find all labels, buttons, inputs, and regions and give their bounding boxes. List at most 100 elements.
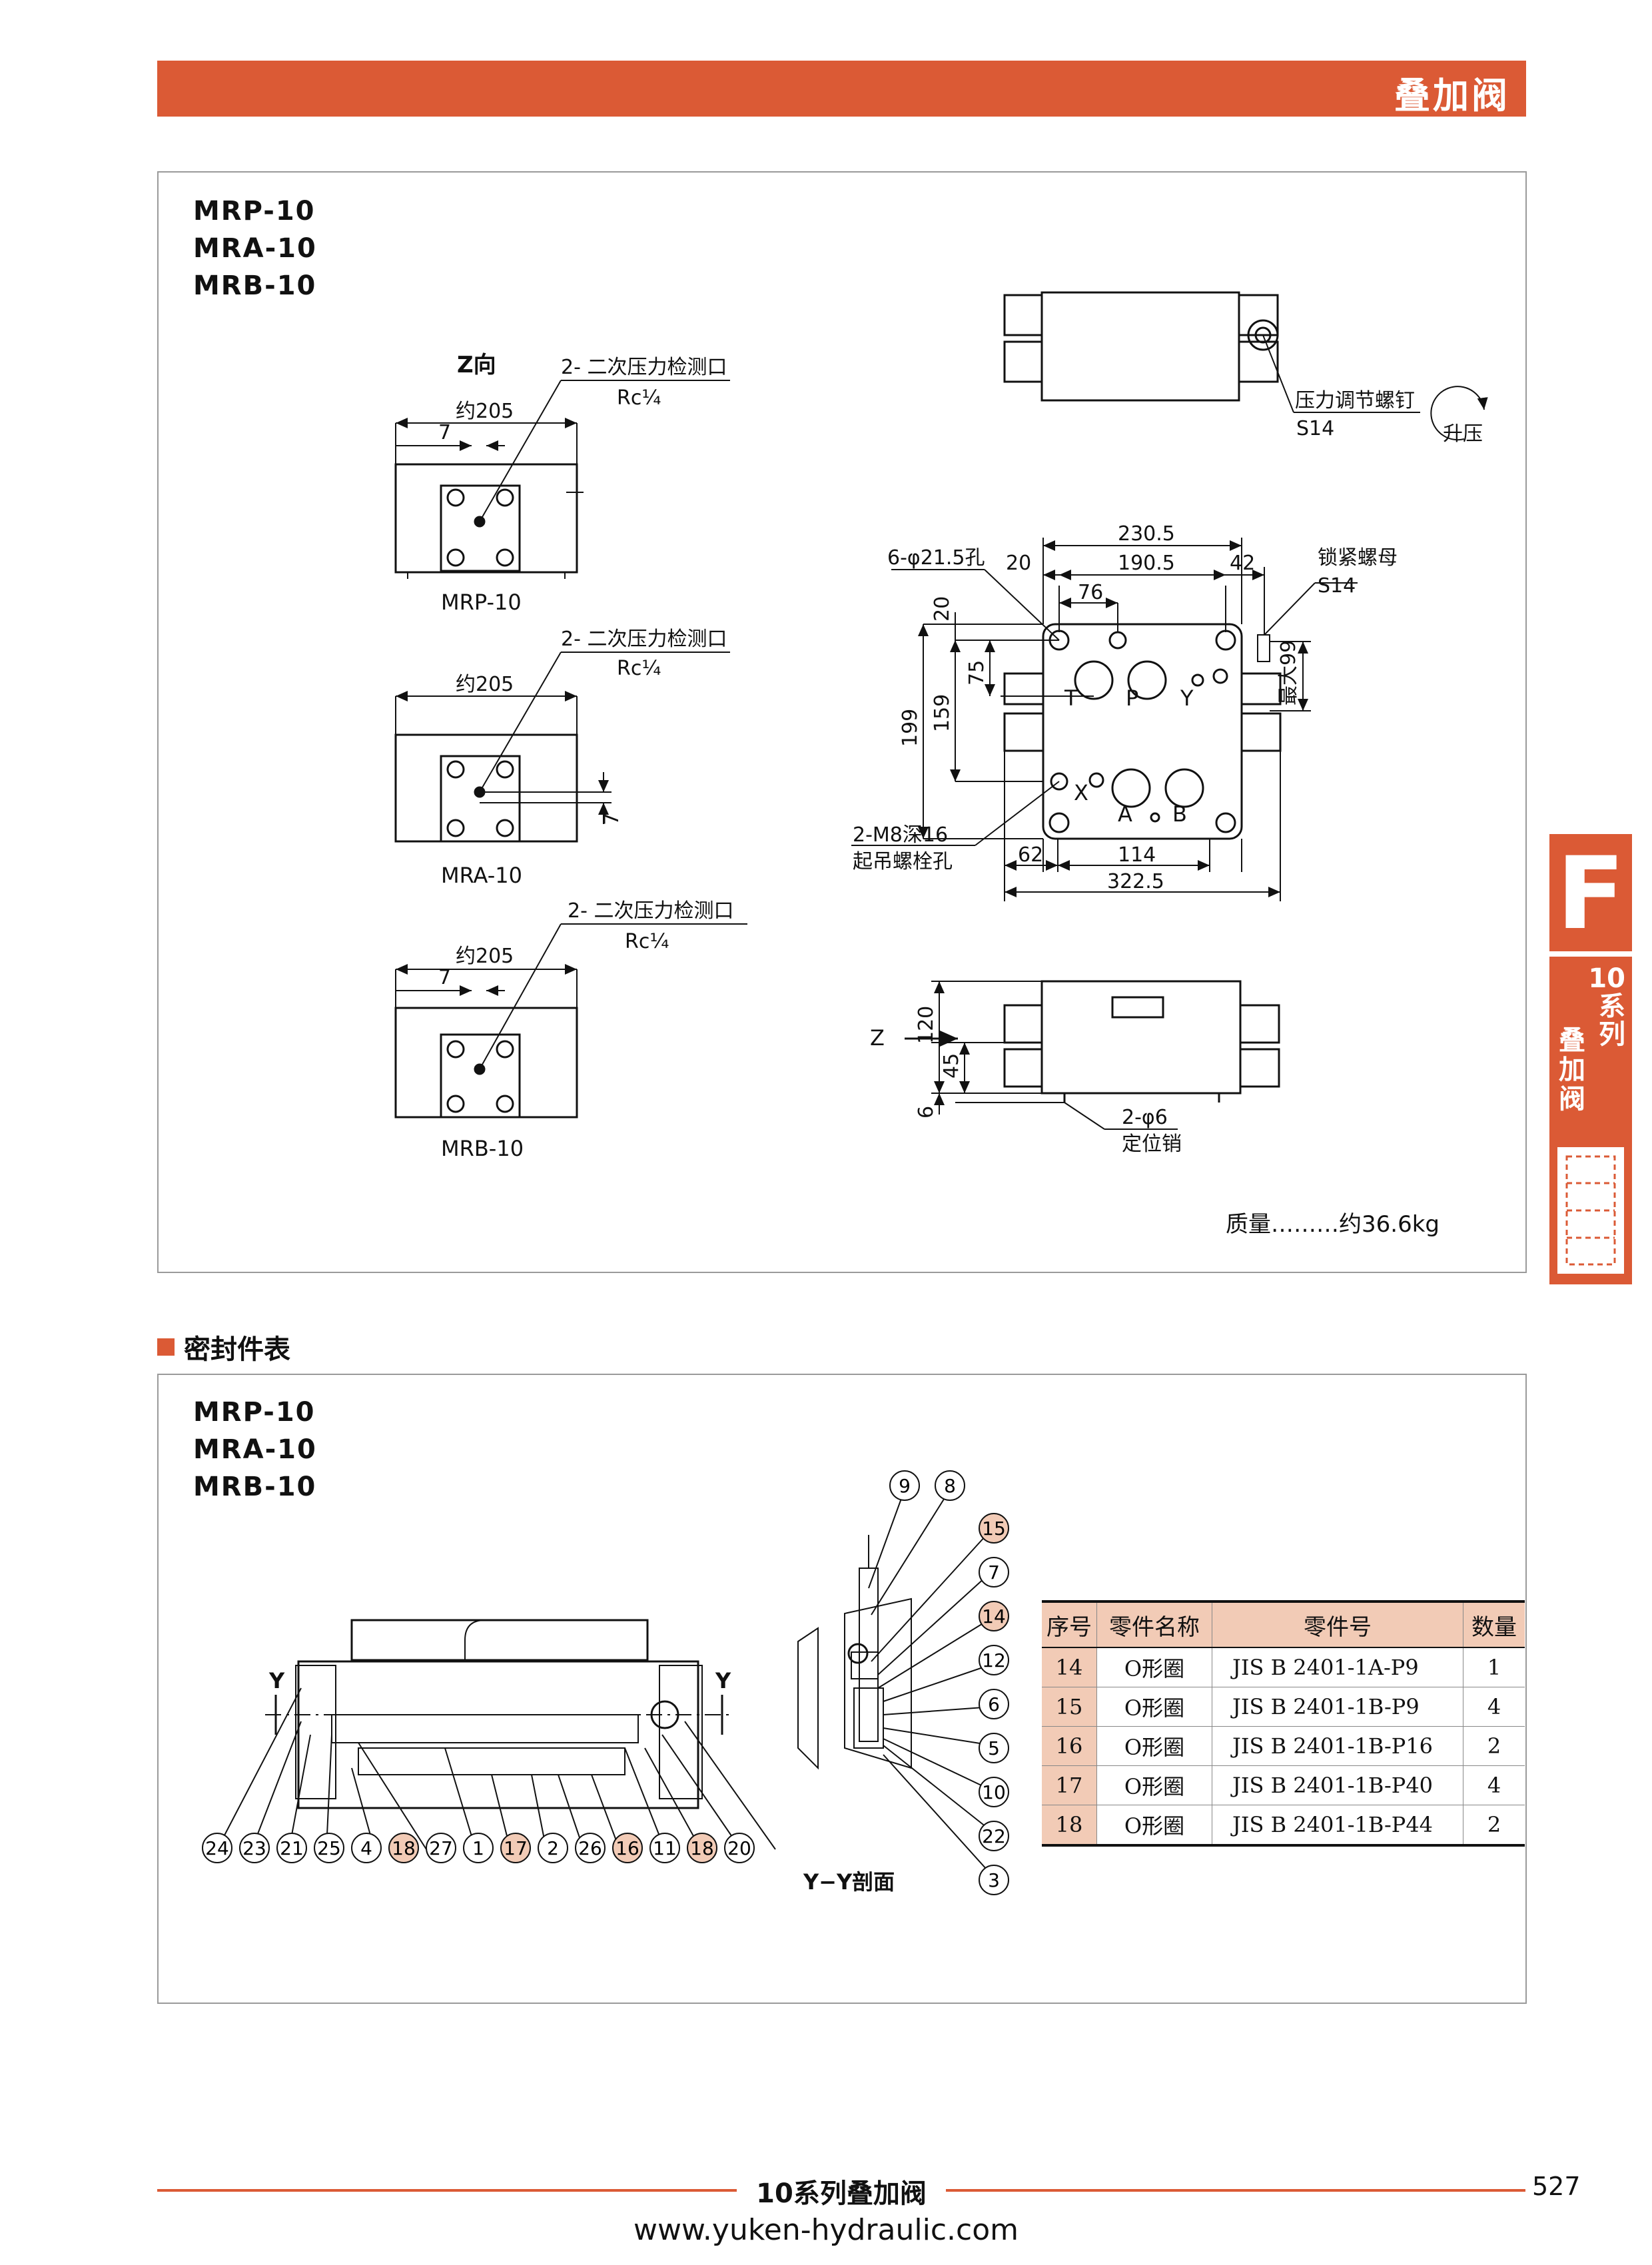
- bubble-number: 5: [988, 1737, 1000, 1759]
- table-cell: 18: [1042, 1805, 1097, 1847]
- table-cell: O形圈: [1096, 1765, 1212, 1805]
- dim-6: 6: [915, 1106, 938, 1119]
- model-name: MRP-10: [193, 1397, 316, 1428]
- view-label: MRA-10: [441, 863, 522, 888]
- section-tab: F 10 系 列 叠 加 阀: [1549, 834, 1632, 1284]
- port-b: B: [1172, 801, 1187, 827]
- item-number-bubble: 1: [463, 1833, 494, 1863]
- dim-322: 322.5: [1107, 870, 1164, 893]
- column-header: 序号: [1042, 1600, 1097, 1648]
- port-a: A: [1118, 801, 1132, 827]
- table-cell: 15: [1042, 1687, 1097, 1727]
- bubble-number: 16: [616, 1837, 639, 1859]
- tab-letter: F: [1556, 836, 1625, 952]
- dim-76: 76: [1078, 581, 1103, 604]
- table-cell: O形圈: [1096, 1647, 1212, 1687]
- y-section-marker-right: Y: [715, 1668, 731, 1693]
- tab-series-number: 10: [1588, 963, 1625, 994]
- bubble-number: 18: [690, 1837, 714, 1859]
- bubble-number: 26: [578, 1837, 602, 1859]
- valve-stack-icon: [1557, 1147, 1624, 1274]
- table-cell: JIS B 2401-1B-P16: [1212, 1726, 1463, 1766]
- item-number-bubble: 18: [687, 1833, 717, 1863]
- table-cell: O形圈: [1096, 1726, 1212, 1766]
- view-label: MRB-10: [441, 1136, 524, 1161]
- bubble-number: 27: [429, 1837, 453, 1859]
- view-label: MRP-10: [441, 590, 522, 615]
- column-header: 零件号: [1212, 1600, 1463, 1648]
- port-y: Y: [1180, 685, 1194, 711]
- model-list: MRP-10 MRA-10 MRB-10: [193, 193, 317, 304]
- table-cell: O形圈: [1096, 1805, 1212, 1847]
- table-cell: 17: [1042, 1765, 1097, 1805]
- bubble-number: 4: [360, 1837, 372, 1859]
- bubble-number: 25: [317, 1837, 341, 1859]
- table-cell: 2: [1463, 1805, 1525, 1847]
- bubble-number: 8: [944, 1475, 956, 1497]
- dimension-drawing-panel: MRP-10 MRA-10 MRB-10: [157, 171, 1527, 1273]
- item-number-bubble: 22: [979, 1821, 1009, 1851]
- width-label: 约205: [456, 400, 514, 423]
- item-number-bubble: 20: [724, 1833, 755, 1863]
- top-view: [1003, 291, 1488, 441]
- pin-label: 2-φ6: [1122, 1106, 1168, 1129]
- item-number-bubble: 11: [649, 1833, 680, 1863]
- table-cell: 4: [1463, 1687, 1525, 1727]
- dim-45: 45: [940, 1053, 963, 1079]
- dim-42: 42: [1230, 552, 1255, 575]
- column-header: 数量: [1463, 1600, 1525, 1648]
- plan-view: [851, 538, 1358, 901]
- table-row: 15 O形圈 JIS B 2401-1B-P9 4: [1042, 1687, 1525, 1727]
- seal-parts-table: 序号 零件名称 零件号 数量 14 O形圈 JIS B 2401-1A-P9 1…: [1042, 1600, 1525, 1847]
- bubble-number: 10: [982, 1781, 1006, 1803]
- side-view: [905, 980, 1280, 1130]
- dim-75: 75: [965, 660, 989, 685]
- item-number-bubble: 15: [979, 1513, 1009, 1544]
- dim-62: 62: [1018, 843, 1043, 867]
- item-number-bubble: 10: [979, 1777, 1009, 1807]
- model-name: MRP-10: [193, 196, 316, 226]
- page-number: 527: [1532, 2172, 1581, 2201]
- bubble-number: 3: [988, 1869, 1000, 1891]
- port-thread: Rc¼: [625, 930, 669, 953]
- bubble-number: 12: [982, 1649, 1006, 1671]
- table-cell: 2: [1463, 1726, 1525, 1766]
- dim-199: 199: [899, 709, 922, 747]
- item-number-bubble: 3: [979, 1865, 1009, 1895]
- footer-rule-right: [946, 2189, 1525, 2192]
- item-number-bubble: 4: [351, 1833, 382, 1863]
- bubble-number: 20: [727, 1837, 751, 1859]
- seal-heading-text: 密封件表: [184, 1334, 290, 1365]
- table-row: 14 O形圈 JIS B 2401-1A-P9 1: [1042, 1647, 1525, 1687]
- model-name: MRA-10: [193, 233, 317, 264]
- mrb-end-view: [394, 923, 747, 1119]
- offset-label: 7: [600, 813, 623, 825]
- item-number-bubble: 23: [239, 1833, 270, 1863]
- raise-label: 升压: [1443, 422, 1483, 446]
- mass-label: 质量………约36.6kg: [1226, 1211, 1440, 1238]
- table-cell: 4: [1463, 1765, 1525, 1805]
- item-number-bubble: 27: [426, 1833, 456, 1863]
- table-cell: JIS B 2401-1B-P44: [1212, 1805, 1463, 1847]
- footer-rule-left: [157, 2189, 737, 2192]
- item-number-bubble: 12: [979, 1645, 1009, 1675]
- table-cell: JIS B 2401-1B-P9: [1212, 1687, 1463, 1727]
- table-cell: 14: [1042, 1647, 1097, 1687]
- width-label: 约205: [456, 945, 514, 968]
- bubble-number: 15: [982, 1518, 1006, 1540]
- model-name: MRA-10: [193, 1434, 317, 1465]
- item-number-bubble: 8: [935, 1470, 965, 1501]
- item-number-bubble: 24: [202, 1833, 232, 1863]
- bubble-number: 18: [392, 1837, 416, 1859]
- port-thread: Rc¼: [617, 657, 661, 680]
- tab-series-char: 系: [1599, 991, 1625, 1022]
- bubble-number: 24: [205, 1837, 229, 1859]
- footer-url[interactable]: www.yuken-hydraulic.com: [633, 2213, 1019, 2247]
- footer-title: 10系列叠加阀: [756, 2178, 927, 2209]
- tab-category-char: 加: [1559, 1055, 1585, 1085]
- dim-114: 114: [1118, 843, 1156, 867]
- width-label: 约205: [456, 673, 514, 696]
- bubble-number: 23: [242, 1837, 266, 1859]
- port-thread: Rc¼: [617, 386, 661, 410]
